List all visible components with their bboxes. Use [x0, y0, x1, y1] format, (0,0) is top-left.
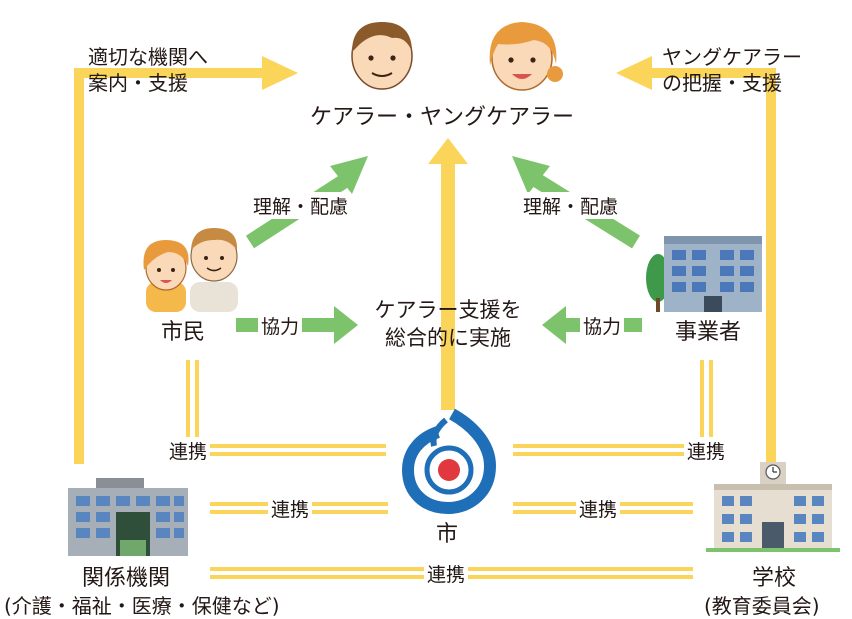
agencies-to-carers-label: 適切な機関へ 案内・支援: [88, 44, 208, 96]
business-double-line-a: [700, 360, 704, 450]
agencies-vertical-line: [74, 68, 84, 464]
school-to-carers-line-2: の把握・支援: [662, 71, 782, 95]
two-people-icon: [143, 228, 238, 312]
citizens-label: 市民: [161, 320, 206, 345]
business-to-center-head: [542, 306, 566, 344]
business-city-line-b: [513, 452, 713, 456]
agencies-school-label: 連携: [424, 560, 469, 587]
school-city-label: 連携: [576, 495, 621, 522]
arrow-city-to-carers: [428, 138, 468, 164]
business-city-line-a: [513, 444, 713, 448]
business-double-line-b: [709, 360, 713, 450]
school-to-carers-line-1: ヤングケアラー: [662, 45, 802, 69]
citizens-city-line-b: [186, 452, 386, 456]
facility-building-icon: [68, 478, 188, 556]
center-label-line-2: 総合的に実施: [385, 326, 511, 351]
citizens-double-line-b: [195, 360, 199, 450]
arrow-to-carers-right: [616, 56, 652, 90]
center-label: ケアラー支援を 総合的に実施: [360, 296, 536, 353]
two-faces-icon: [351, 22, 563, 91]
business-to-carers-label: 理解・配慮: [520, 192, 622, 219]
office-building-icon: [646, 236, 762, 312]
school-vertical-line: [766, 68, 776, 464]
school-building-icon: [706, 462, 840, 552]
citizens-to-center-head: [334, 306, 358, 344]
citizens-to-center-label: 協力: [258, 312, 303, 339]
arrow-to-carers-left: [262, 56, 298, 90]
citizens-to-carers-label: 理解・配慮: [250, 192, 352, 219]
business-to-center-label: 協力: [580, 312, 625, 339]
business-to-carers-head: [512, 156, 550, 194]
agencies-city-label: 連携: [268, 495, 313, 522]
agencies-top-line: [74, 68, 264, 78]
school-top-line: [650, 68, 776, 78]
center-label-line-1: ケアラー支援を: [374, 298, 522, 322]
city-label: 市: [436, 522, 459, 547]
agencies-to-carers-line-1: 適切な機関へ: [88, 45, 208, 69]
agencies-note: (介護・福祉・医療・保健など): [4, 594, 280, 618]
citizens-double-line-a: [186, 360, 190, 450]
agencies-label: 関係機関: [82, 566, 171, 591]
business-city-label: 連携: [684, 437, 729, 464]
citizens-city-line-a: [186, 444, 386, 448]
school-note: (教育委員会): [704, 594, 820, 618]
carers-label: ケアラー・ヤングケアラー: [310, 105, 575, 130]
city-emblem-icon: [401, 408, 497, 515]
citizens-city-label: 連携: [166, 437, 211, 464]
school-to-carers-label: ヤングケアラー の把握・支援: [662, 44, 802, 96]
citizens-to-carers-head: [330, 156, 368, 194]
city-vertical-line: [441, 162, 455, 410]
agencies-to-carers-line-2: 案内・支援: [88, 71, 188, 95]
business-label: 事業者: [675, 320, 742, 345]
school-label: 学校: [752, 566, 797, 591]
